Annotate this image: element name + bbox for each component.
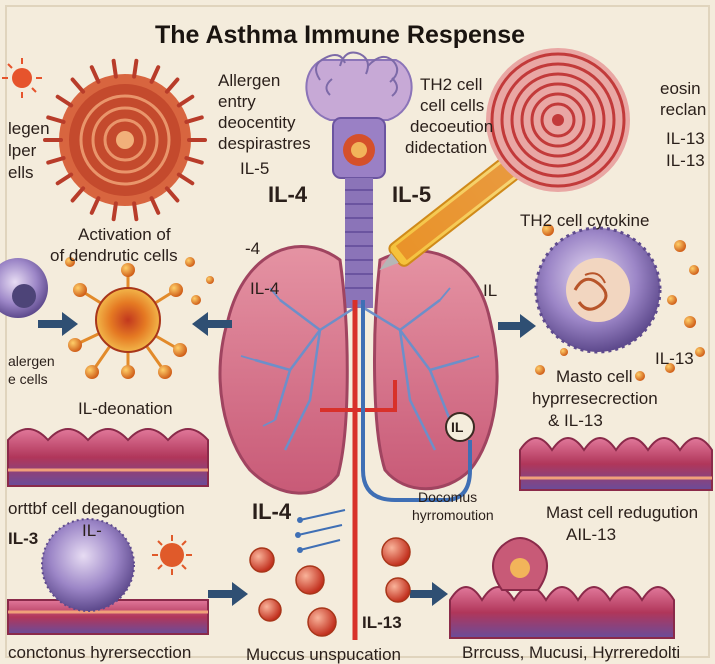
spiral-icon	[486, 48, 630, 192]
label-dendritic-1: Activation of	[78, 226, 171, 244]
allergen-particle-icon	[59, 74, 191, 206]
label-il4-bottom: IL-4	[252, 500, 291, 523]
label-il4-top: IL-4	[268, 183, 307, 206]
allergen-spike	[134, 203, 136, 219]
label-il-right-mid: IL	[483, 282, 497, 300]
label-il-dash: IL-	[82, 522, 102, 540]
label-mast-1: Masto cell	[556, 368, 633, 386]
epithelium-left	[8, 429, 208, 486]
label-mast-reduct-2: AIL-13	[566, 526, 616, 544]
mucus-bud	[493, 538, 547, 590]
label-mast-3: & IL-13	[548, 412, 603, 430]
label-il5-small: IL-5	[240, 160, 269, 178]
label-docomus-1: Docomus	[418, 490, 477, 505]
label-left-frag-1: legen	[8, 120, 50, 138]
label-th2-cytokine: TH2 cell cytokine	[520, 212, 649, 230]
label-il4-left-mid: IL-4	[250, 280, 279, 298]
allergen-spike	[134, 61, 136, 77]
label-allergen-entry-2: entry	[218, 93, 256, 111]
label-bottom-mid: Muccus unspucation	[246, 646, 401, 664]
label-mast-2: hyprresecrection	[532, 390, 658, 408]
label-allergen-cells-1: alergen	[8, 354, 55, 369]
label-allergen-entry-1: Allergen	[218, 72, 280, 90]
label-il5-top: IL-5	[392, 183, 431, 206]
label-il13-right-mid: IL-13	[655, 350, 694, 368]
label-dendritic-2: of dendrutic cells	[50, 247, 178, 265]
label-mast-reduct-1: Mast cell redugution	[546, 504, 698, 522]
label-il-degranation: IL-deonation	[78, 400, 173, 418]
label-il3: IL-3	[8, 530, 38, 548]
label-th2-4: didectation	[405, 139, 487, 157]
label-docomus-2: hyrromoution	[412, 508, 494, 523]
allergen-spike	[114, 203, 116, 219]
label-th2-1: TH2 cell	[420, 76, 482, 94]
label-eosin-1: eosin	[660, 80, 701, 98]
label-bottom-left: conctonus hyrersecction	[8, 644, 191, 662]
label-cell-degranulation: orttbf cell deganougtion	[8, 500, 185, 518]
label-th2-3: decoeution	[410, 118, 493, 136]
allergen-spike	[114, 61, 116, 77]
lung-right	[375, 251, 498, 489]
label-allergen-cells-2: e cells	[8, 372, 48, 387]
virus-icon	[152, 535, 192, 575]
label-left-frag-3: ells	[8, 164, 34, 182]
label-il13-bottom: IL-13	[362, 614, 402, 632]
label-il13-right-2: IL-13	[666, 152, 705, 170]
label-allergen-entry-3: deocentity	[218, 114, 296, 132]
mast-cell-icon	[536, 228, 660, 352]
label-th2-2: cell cells	[420, 97, 484, 115]
label-il-badge: IL	[451, 420, 463, 435]
label-allergen-entry-4: despirastres	[218, 135, 311, 153]
label-bottom-right: Brrcuss, Mucusi, Hyrreredolti	[462, 644, 680, 662]
label-left-frag-2: lper	[8, 142, 36, 160]
label-eosin-2: reclan	[660, 101, 706, 119]
label-il13-right-1: IL-13	[666, 130, 705, 148]
diagram-title: The Asthma Immune Respense	[155, 22, 525, 48]
label-minus4: -4	[245, 240, 260, 258]
